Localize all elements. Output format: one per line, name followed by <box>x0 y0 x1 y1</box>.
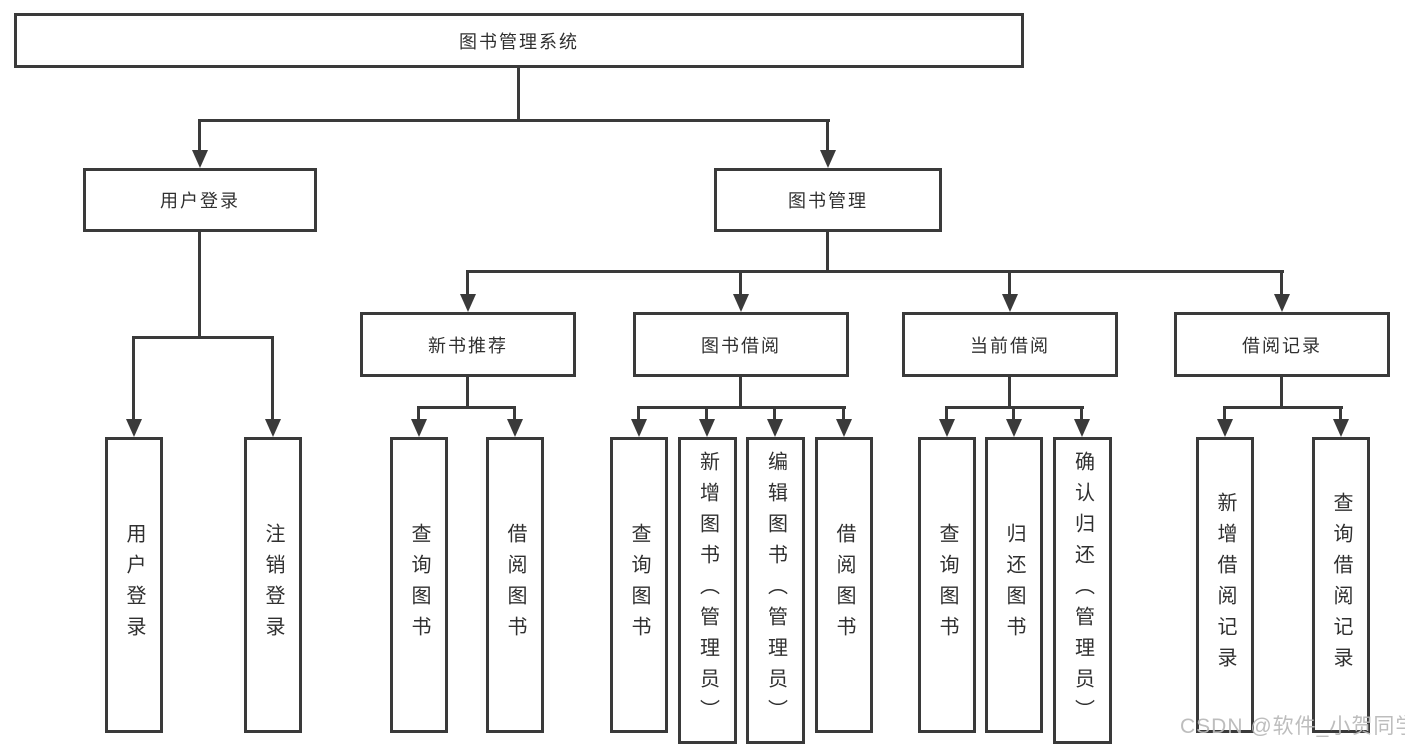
node-library-management-system: 图书管理系统 <box>14 13 1024 68</box>
edge-leaf-drop <box>842 406 845 419</box>
leaf-return-books-label: 归还图书 <box>1003 523 1025 647</box>
leaf-user-login: 用户登录 <box>105 437 163 733</box>
arrowhead <box>411 419 427 437</box>
edge-borrow-record-rail <box>1223 406 1343 409</box>
edge-book-borrow-drop <box>739 270 742 294</box>
node-new-book-recommend-label: 新书推荐 <box>428 335 508 356</box>
edge-book-borrow-stem <box>739 377 742 407</box>
leaf-confirm-return-admin: 确认归还（管理员） <box>1053 437 1112 744</box>
arrowhead <box>631 419 647 437</box>
edge-leaf-drop <box>945 406 948 419</box>
edge-user-login-rail <box>133 336 274 339</box>
leaf-add-books-admin: 新增图书（管理员） <box>678 437 737 744</box>
leaf-borrow-books-label: 借阅图书 <box>833 523 855 647</box>
edge-logout-leaf-drop <box>271 336 274 419</box>
arrowhead <box>699 419 715 437</box>
edge-current-borrow-stem <box>1008 377 1011 407</box>
leaf-return-books: 归还图书 <box>985 437 1043 733</box>
edge-new-book-drop <box>466 270 469 294</box>
leaf-current-query-books: 查询图书 <box>918 437 976 733</box>
node-current-borrow: 当前借阅 <box>902 312 1118 377</box>
edge-level2-rail <box>198 119 830 122</box>
arrowhead <box>507 419 523 437</box>
node-book-borrow: 图书借阅 <box>633 312 849 377</box>
node-user-login-branch-label: 用户登录 <box>160 191 240 211</box>
arrowhead <box>1002 294 1018 312</box>
arrowhead <box>1006 419 1022 437</box>
leaf-user-login-label: 用户登录 <box>123 523 145 647</box>
node-library-management-system-label: 图书管理系统 <box>459 31 579 52</box>
leaf-add-books-admin-label: 新增图书（管理员） <box>696 451 719 730</box>
leaf-newbook-borrow-books-label: 借阅图书 <box>504 523 526 647</box>
edge-user-login-stem <box>198 232 201 337</box>
edge-leaf-drop <box>513 406 516 419</box>
edge-leaf-drop <box>1223 406 1226 419</box>
node-new-book-recommend: 新书推荐 <box>360 312 576 377</box>
arrowhead <box>1274 294 1290 312</box>
arrowhead <box>265 419 281 437</box>
arrowhead <box>836 419 852 437</box>
node-user-login-branch: 用户登录 <box>83 168 317 232</box>
arrowhead <box>767 419 783 437</box>
edge-book-borrow-rail <box>637 406 846 409</box>
edge-root-stem <box>517 68 520 120</box>
edge-leaf-drop <box>637 406 640 419</box>
edge-leaf-drop <box>773 406 776 419</box>
leaf-edit-books-admin: 编辑图书（管理员） <box>746 437 805 744</box>
arrowhead <box>1217 419 1233 437</box>
node-borrow-record: 借阅记录 <box>1174 312 1390 377</box>
arrowhead <box>820 150 836 168</box>
leaf-logout-label: 注销登录 <box>262 523 284 647</box>
arrowhead <box>1333 419 1349 437</box>
leaf-add-borrow-record: 新增借阅记录 <box>1196 437 1254 733</box>
leaf-confirm-return-admin-label: 确认归还（管理员） <box>1071 451 1094 730</box>
leaf-borrow-query-books-label: 查询图书 <box>628 523 650 647</box>
edge-new-book-rail <box>418 406 516 409</box>
arrowhead <box>192 150 208 168</box>
arrowhead <box>126 419 142 437</box>
leaf-newbook-query-books: 查询图书 <box>390 437 448 733</box>
node-book-management-branch: 图书管理 <box>714 168 942 232</box>
edge-book-management-stem <box>826 232 829 272</box>
edge-modules-rail <box>466 270 1284 273</box>
leaf-borrow-books: 借阅图书 <box>815 437 873 733</box>
node-book-management-branch-label: 图书管理 <box>788 191 868 211</box>
leaf-edit-books-admin-label: 编辑图书（管理员） <box>764 451 787 730</box>
edge-borrow-record-drop <box>1280 270 1283 294</box>
edge-current-borrow-drop <box>1008 270 1011 294</box>
leaf-logout: 注销登录 <box>244 437 302 733</box>
edge-leaf-drop <box>417 406 420 419</box>
edge-leaf-drop <box>705 406 708 419</box>
node-book-borrow-label: 图书借阅 <box>701 335 781 356</box>
leaf-newbook-query-books-label: 查询图书 <box>408 523 430 647</box>
arrowhead <box>733 294 749 312</box>
arrowhead <box>460 294 476 312</box>
arrowhead <box>1074 419 1090 437</box>
leaf-borrow-query-books: 查询图书 <box>610 437 668 733</box>
edge-book-management-drop <box>826 119 829 150</box>
edge-leaf-drop <box>1339 406 1342 419</box>
arrowhead <box>939 419 955 437</box>
edge-new-book-stem <box>466 377 469 407</box>
edge-leaf-drop <box>1012 406 1015 419</box>
node-borrow-record-label: 借阅记录 <box>1242 335 1322 356</box>
edge-user-login-drop <box>198 119 201 150</box>
leaf-query-borrow-record-label: 查询借阅记录 <box>1330 492 1352 678</box>
csdn-watermark: CSDN @软件_小贺同学 <box>1180 715 1405 738</box>
leaf-newbook-borrow-books: 借阅图书 <box>486 437 544 733</box>
leaf-current-query-books-label: 查询图书 <box>936 523 958 647</box>
node-current-borrow-label: 当前借阅 <box>970 335 1050 356</box>
edge-leaf-drop <box>1080 406 1083 419</box>
leaf-add-borrow-record-label: 新增借阅记录 <box>1214 492 1236 678</box>
edge-login-leaf-drop <box>132 336 135 419</box>
leaf-query-borrow-record: 查询借阅记录 <box>1312 437 1370 733</box>
edge-borrow-record-stem <box>1280 377 1283 407</box>
